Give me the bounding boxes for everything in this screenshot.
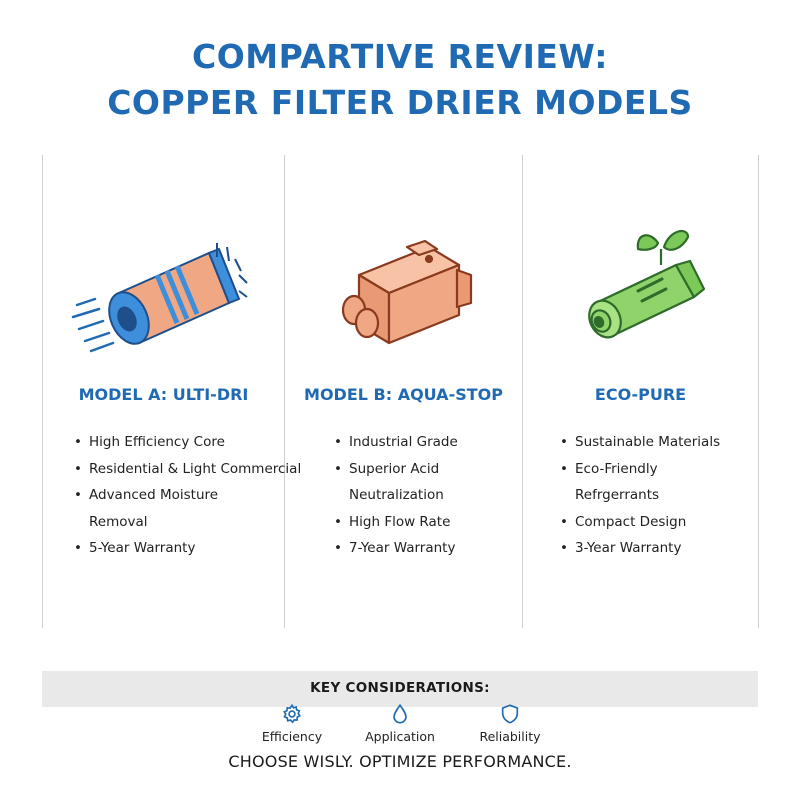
title-line-2: COPPER FILTER DRIER MODELS bbox=[107, 83, 693, 122]
column-divider bbox=[758, 155, 759, 628]
column-divider bbox=[522, 155, 523, 628]
gear-icon bbox=[283, 703, 302, 724]
title-line-1: COMPARTIVE REVIEW: bbox=[192, 37, 608, 76]
model-a-card: MODEL A: ULTI-DRI High Efficiency Core R… bbox=[43, 155, 301, 628]
list-item: Neutralization bbox=[349, 487, 444, 503]
model-b-features: Industrial Grade Superior Acid Neutraliz… bbox=[332, 429, 458, 562]
list-item: High Flow Rate bbox=[332, 509, 458, 536]
list-item: Superior Acid bbox=[332, 456, 458, 483]
model-b-heading: MODEL B: AQUA-STOP bbox=[304, 385, 503, 404]
list-item: 7-Year Warranty bbox=[332, 535, 458, 562]
shield-icon bbox=[501, 704, 519, 724]
eco-pure-heading: ECO-PURE bbox=[594, 385, 687, 404]
model-b-card: MODEL B: AQUA-STOP Industrial Grade Supe… bbox=[285, 155, 522, 628]
key-considerations-label: KEY CONSIDERATIONS: bbox=[310, 680, 490, 696]
eco-pure-features: Sustainable Materials Eco-Friendly Refrg… bbox=[558, 429, 720, 562]
eco-pure-card: ECO-PURE Sustainable Materials Eco-Frien… bbox=[523, 155, 758, 628]
green-eco-drier-icon bbox=[523, 225, 758, 365]
list-item: 3-Year Warranty bbox=[558, 535, 720, 562]
list-item: Removal bbox=[89, 513, 148, 530]
page-title: COMPARTIVE REVIEW: COPPER FILTER DRIER M… bbox=[0, 34, 800, 126]
consideration-reliability: Reliability bbox=[450, 700, 570, 744]
list-item: Eco-Friendly bbox=[558, 456, 720, 483]
consideration-label: Efficiency bbox=[261, 729, 323, 744]
consideration-label: Application bbox=[365, 729, 435, 744]
column-divider bbox=[42, 155, 43, 628]
list-item: Advanced Moisture bbox=[72, 482, 301, 509]
consideration-efficiency: Efficiency bbox=[232, 700, 352, 744]
list-item: High Efficiency Core bbox=[72, 429, 301, 456]
droplet-icon bbox=[393, 703, 407, 724]
key-considerations-bar bbox=[42, 671, 758, 707]
model-a-heading: MODEL A: ULTI-DRI bbox=[78, 385, 249, 404]
column-divider bbox=[284, 155, 285, 628]
tagline: CHOOSE WISLY. OPTIMIZE PERFORMANCE. bbox=[228, 752, 572, 771]
list-item: Residential & Light Commercial bbox=[72, 456, 301, 483]
list-item: 5-Year Warranty bbox=[72, 535, 301, 562]
consideration-label: Reliability bbox=[479, 729, 541, 744]
model-a-features: High Efficiency Core Residential & Light… bbox=[72, 429, 301, 562]
list-item: Compact Design bbox=[558, 509, 720, 536]
list-item: Refrgerrants bbox=[575, 487, 660, 503]
list-item: Sustainable Materials bbox=[558, 429, 720, 456]
copper-cylinder-drier-icon bbox=[43, 225, 284, 365]
copper-block-drier-icon bbox=[285, 225, 522, 365]
consideration-application: Application bbox=[340, 700, 460, 744]
list-item: Industrial Grade bbox=[332, 429, 458, 456]
